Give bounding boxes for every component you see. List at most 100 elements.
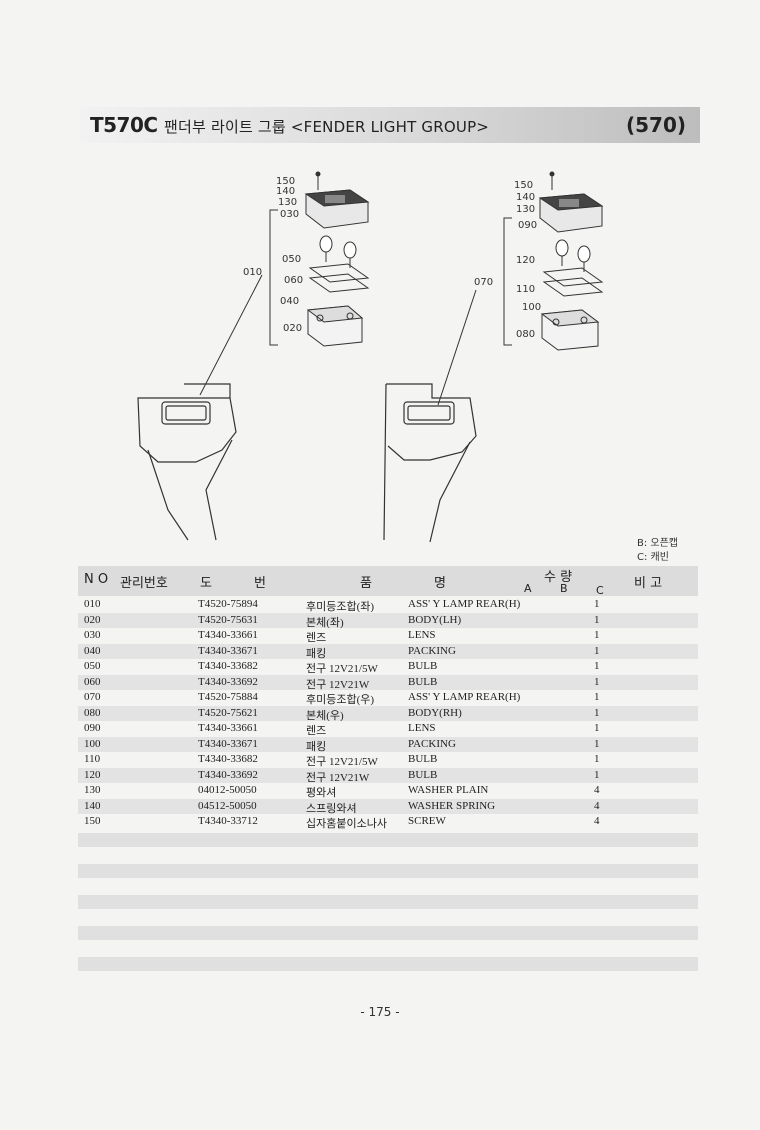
row-qty: 1 (594, 644, 600, 657)
callout-040: 040 (280, 296, 299, 307)
row-part-number: T4340-33661 (198, 722, 258, 734)
callout-060: 060 (284, 275, 303, 286)
row-qty: 1 (594, 613, 600, 626)
callout-140-right: 140 (516, 192, 535, 203)
table-row: 080 T4520-75621 본체(우) BODY(RH) 1 (78, 705, 698, 722)
callout-090: 090 (518, 220, 537, 231)
empty-row (78, 864, 698, 878)
row-qty: 4 (594, 815, 600, 827)
row-name-english: BODY(RH) (408, 706, 462, 719)
row-name-english: LENS (408, 722, 436, 734)
table-header: N O 관리번호 도 번 품 명 수 량 A B C 비 고 (78, 566, 698, 597)
table-row: 090 T4340-33661 렌즈 LENS 1 (78, 721, 698, 737)
row-name-english: LENS (408, 629, 436, 641)
row-qty: 4 (594, 784, 600, 796)
row-qty: 1 (594, 737, 600, 750)
empty-row (78, 833, 698, 847)
row-name-korean: 전구 12V21W (306, 771, 370, 784)
row-no: 120 (84, 768, 101, 781)
legend-c: C: 캐빈 (637, 552, 669, 563)
row-name-korean: 스프링와셔 (306, 802, 357, 815)
right-callouts: 150 140 130 090 120 110 100 080 070 (474, 180, 541, 340)
row-name-english: WASHER PLAIN (408, 784, 489, 796)
row-part-number: T4340-33661 (198, 629, 258, 641)
th-qty-b: B (560, 582, 568, 595)
callout-030: 030 (280, 209, 299, 220)
th-qty-c: C (596, 584, 604, 597)
th-no: N O (84, 572, 109, 587)
callout-120: 120 (516, 255, 535, 266)
row-name-korean: 본체(좌) (306, 616, 344, 629)
row-name-korean: 렌즈 (306, 725, 327, 737)
row-name-english: BODY(LH) (408, 613, 462, 626)
callout-130-right: 130 (516, 204, 535, 215)
callout-140-left: 140 (276, 186, 295, 197)
group-title: 팬더부 라이트 그룹 <FENDER LIGHT GROUP> (164, 118, 490, 136)
row-name-korean: 후미등조합(우) (306, 694, 375, 706)
right-fender (383, 383, 477, 543)
table-row: 020 T4520-75631 본체(좌) BODY(LH) 1 (78, 612, 698, 629)
parts-table: 010 T4520-75894 후미등조합(좌) ASS' Y LAMP REA… (78, 597, 698, 830)
row-part-number: 04012-50050 (198, 784, 257, 796)
left-lamp-assembly (199, 171, 370, 396)
row-part-number: T4520-75884 (198, 691, 258, 703)
row-part-number: T4340-33682 (198, 753, 258, 765)
left-fender (137, 383, 237, 541)
row-name-korean: 십자홈붙이소나사 (306, 818, 387, 830)
row-part-number: T4340-33712 (198, 815, 258, 827)
row-name-english: BULB (408, 768, 438, 781)
row-name-english: PACKING (408, 644, 456, 657)
callout-110: 110 (516, 284, 535, 295)
page-header: T570C 팬더부 라이트 그룹 <FENDER LIGHT GROUP> (5… (80, 107, 700, 143)
callout-070: 070 (474, 277, 493, 288)
th-name-myeong: 명 (434, 576, 446, 591)
row-name-korean: 전구 12V21/5W (306, 756, 378, 768)
row-part-number: 04512-50050 (198, 799, 257, 812)
callout-020: 020 (283, 323, 302, 334)
row-name-english: PACKING (408, 737, 456, 750)
left-callouts: 150 140 130 030 050 060 040 020 010 (243, 176, 303, 334)
legend: B: 오픈캡 C: 캐빈 (637, 537, 678, 565)
row-qty: 1 (594, 598, 600, 610)
th-name-pum: 품 (360, 576, 372, 591)
page-number: - 175 - (360, 1005, 400, 1019)
row-name-english: SCREW (408, 815, 446, 827)
row-no: 020 (84, 613, 101, 626)
row-name-korean: 전구 12V21/5W (306, 663, 378, 675)
table-row: 100 T4340-33671 패킹 PACKING 1 (78, 736, 698, 753)
row-name-english: WASHER SPRING (408, 799, 496, 812)
row-qty: 1 (594, 675, 600, 688)
table-row: 150 T4340-33712 십자홈붙이소나사 SCREW 4 (78, 814, 698, 830)
callout-080: 080 (516, 329, 535, 340)
row-no: 050 (84, 660, 101, 672)
row-name-english: ASS' Y LAMP REAR(H) (408, 691, 521, 703)
row-no: 070 (84, 691, 101, 703)
row-name-english: BULB (408, 675, 438, 688)
table-row: 140 04512-50050 스프링와셔 WASHER SPRING 4 (78, 798, 698, 815)
row-no: 140 (84, 799, 101, 812)
row-qty: 1 (594, 706, 600, 719)
row-name-korean: 본체(우) (306, 709, 344, 722)
row-no: 040 (84, 644, 101, 657)
callout-130-left: 130 (278, 197, 297, 208)
callout-010: 010 (243, 267, 262, 278)
row-name-korean: 패킹 (306, 740, 327, 753)
table-row: 120 T4340-33692 전구 12V21W BULB 1 (78, 767, 698, 784)
row-qty: 1 (594, 753, 600, 765)
th-qty: 수 량 (544, 570, 573, 585)
row-name-korean: 평와셔 (306, 787, 337, 799)
row-no: 150 (84, 815, 101, 827)
th-part-bun: 번 (254, 576, 266, 591)
row-part-number: T4520-75894 (198, 598, 258, 610)
row-part-number: T4340-33671 (198, 737, 258, 750)
th-mgmt: 관리번호 (120, 576, 168, 591)
th-qty-a: A (524, 582, 532, 595)
row-name-korean: 렌즈 (306, 632, 327, 644)
table-row: 110 T4340-33682 전구 12V21/5W BULB 1 (78, 752, 698, 768)
parts-diagram: 150 140 130 030 050 060 040 020 010 150 … (137, 171, 604, 543)
row-no: 010 (84, 598, 101, 610)
table-row: 130 04012-50050 평와셔 WASHER PLAIN 4 (78, 783, 698, 799)
group-number: (570) (625, 113, 686, 137)
row-no: 060 (84, 675, 101, 688)
row-qty: 1 (594, 629, 600, 641)
